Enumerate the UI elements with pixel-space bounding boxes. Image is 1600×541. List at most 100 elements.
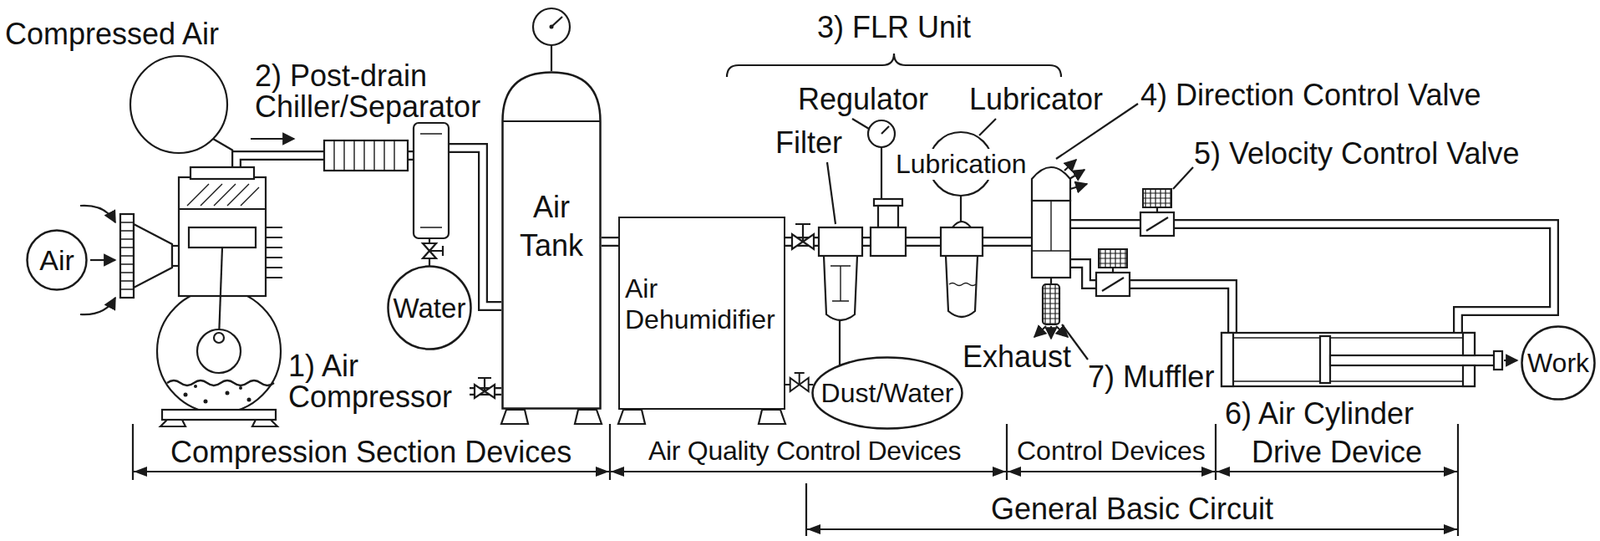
frl-unit [823, 255, 858, 320]
dust-water-circle: Dust/Water [811, 355, 964, 430]
label-box: Lubricator [969, 81, 1103, 117]
label-box: Filter [775, 125, 843, 160]
tank-parts [477, 377, 492, 392]
section-brackets [132, 423, 1458, 536]
direction-control-valve [1070, 183, 1087, 189]
drain-connector [785, 372, 813, 392]
air-compressor [157, 289, 281, 413]
work-circle-outline [1522, 326, 1595, 400]
label-box: Exhaust [962, 339, 1072, 374]
section-label: Drive Device [1251, 434, 1423, 469]
muffler [1050, 277, 1052, 285]
tank-parts [474, 8, 786, 424]
frl-unit [870, 227, 906, 256]
pipe-connector [601, 236, 619, 247]
tank-parts [501, 409, 602, 424]
tank-parts [551, 16, 563, 27]
air-intake-circle-outline [27, 230, 87, 290]
label-box: 4) Direction Control Valve [1140, 77, 1482, 112]
label-box: 1) Air Compressor [288, 350, 481, 412]
air-compressor [225, 391, 230, 396]
air-intake-circle: Air [25, 228, 88, 291]
section-label: Compression Section Devices [170, 434, 572, 469]
pipe-line [236, 155, 325, 168]
section-label: Air Quality Control Devices [648, 435, 961, 467]
frl-unit [795, 223, 811, 242]
air-compressor [238, 386, 243, 390]
frl-unit [827, 162, 836, 224]
muffler [1042, 284, 1060, 325]
part-label: 1) Air Compressor [288, 350, 481, 412]
chiller-separator [324, 122, 449, 266]
node-label: Dust/Water [821, 378, 955, 407]
air-compressor [120, 167, 283, 427]
pipe-line [236, 155, 325, 168]
chiller-separator [334, 140, 395, 171]
frl-unit [873, 198, 903, 206]
frl-unit [949, 283, 976, 286]
air-compressor [178, 177, 266, 296]
air-compressor [133, 223, 173, 288]
part-label: Filter [775, 125, 843, 160]
air-compressor [190, 167, 254, 179]
air-cylinder [1493, 350, 1503, 370]
velocity-control-valves [1146, 217, 1169, 231]
direction-control-valve [1031, 200, 1071, 278]
water-drain-circle-outline [388, 266, 472, 350]
section-label: General Basic Circuit [990, 491, 1274, 526]
air-tank: Air Tank [501, 71, 602, 410]
label-box: Regulator [797, 81, 929, 117]
label-box: 3) FLR Unit [817, 10, 971, 45]
velocity-control-valves [1098, 248, 1128, 268]
air-compressor [120, 222, 134, 290]
air-compressor [167, 380, 275, 386]
part-label: Exhaust [962, 339, 1072, 374]
tank-parts [533, 8, 570, 46]
frl-unit [868, 120, 895, 148]
air-compressor [193, 384, 198, 388]
air-intake-arrows [80, 297, 116, 315]
air-compressor [183, 392, 188, 397]
pipe-connector [601, 238, 619, 245]
air-compressor [160, 419, 278, 427]
tank-parts [618, 409, 786, 424]
muffler [1034, 325, 1047, 337]
part-label: 2) Post-drain Chiller/Separator [254, 60, 498, 122]
air-compressor [178, 208, 266, 210]
chiller-separator [420, 133, 442, 228]
air-cylinder [1221, 332, 1518, 387]
direction-control-valve [1064, 159, 1077, 171]
frl-unit [979, 118, 996, 136]
velocity-control-valves [1096, 167, 1194, 296]
water-drain-circle: Water [386, 264, 473, 351]
direction-control-valve [1031, 167, 1071, 201]
muffler [1056, 325, 1068, 337]
section-brackets [806, 528, 1458, 530]
node-label: Water [393, 293, 467, 323]
frl-unit [878, 205, 899, 228]
velocity-control-valves [1140, 212, 1174, 236]
section-brackets [132, 423, 1458, 536]
chiller-separator [429, 245, 443, 256]
tank-parts [550, 45, 553, 72]
frl-unit [952, 221, 971, 228]
air-cylinder [1462, 365, 1475, 387]
chiller-separator [413, 122, 449, 239]
pipe-line [1070, 223, 1555, 333]
frl-unit [880, 147, 883, 199]
frl-unit [726, 53, 1062, 77]
label-box: 5) Velocity Control Valve [1193, 136, 1520, 171]
part-label: Lubricator [969, 81, 1103, 117]
air-cylinder [1503, 359, 1518, 361]
label-box: Compression Section Devices [170, 434, 572, 469]
tank-seam [502, 120, 601, 122]
label-box: Lubrication [893, 148, 1029, 180]
tank-parts [549, 25, 554, 30]
air-compressor [247, 397, 252, 402]
air-cylinder [1462, 332, 1475, 356]
compressed-air-callout [250, 137, 295, 140]
pipe-connector [601, 241, 619, 243]
callout-label: Compressed Air [5, 16, 219, 51]
air-compressor [162, 409, 276, 420]
